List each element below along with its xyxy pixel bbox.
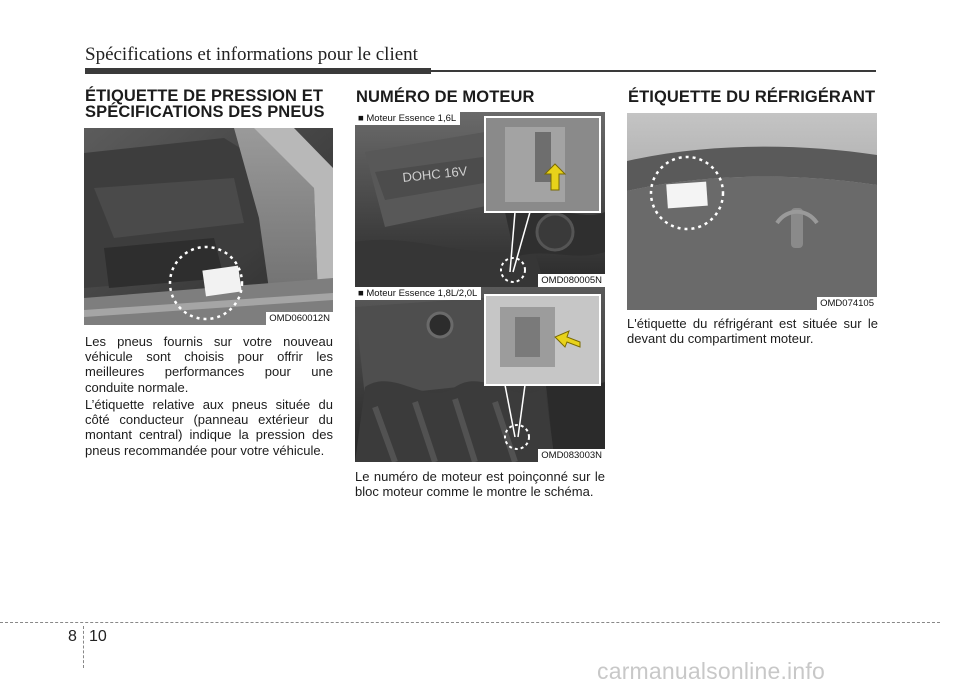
engine-1-6-tag: ■ Moteur Essence 1,6L [355,112,461,125]
header-rule-thin [431,70,876,72]
engine-1-6-photo: DOHC 16V ■ Moteur Essence 1,6L OMD080005… [355,112,605,287]
svg-text:DOHC 16V: DOHC 16V [402,163,469,185]
section-title-engine-number: NUMÉRO DE MOTEUR [356,88,535,106]
header-rule-thick [85,68,431,74]
footer-dashed-divider [83,626,84,668]
image-code-engine-1-8-2-0: OMD083003N [538,449,605,462]
refrigerant-paragraph: L'étiquette du réfrigérant est située su… [627,316,878,347]
image-code-engine-1-6: OMD080005N [538,274,605,287]
watermark: carmanualsonline.info [597,658,825,684]
section-title-refrigerant: ÉTIQUETTE DU RÉFRIGÉRANT [628,88,876,106]
image-code-refrigerant: OMD074105 [817,297,877,310]
image-code-tire: OMD060012N [266,312,333,325]
footer-dashed-rule [0,622,940,623]
tire-label-photo: OMD060012N [84,128,333,325]
page-header-title: Spécifications et informations pour le c… [85,44,418,65]
engine-1-8-2-0-tag: ■ Moteur Essence 1,8L/2,0L [355,287,482,300]
refrigerant-label-photo: OMD074105 [627,113,877,310]
page-number: 10 [89,628,107,645]
engine-1-8-2-0-photo: ■ Moteur Essence 1,8L/2,0L OMD083003N [355,287,605,462]
section-title-tire-pressure: ÉTIQUETTE DE PRESSION ET SPÉCIFICATIONS … [85,87,325,121]
tire-paragraph-2: L’étiquette relative aux pneus située du… [85,397,333,458]
tire-paragraph-1: Les pneus fournis sur votre nouveau véhi… [85,334,333,395]
chapter-number: 8 [68,628,77,645]
engine-paragraph: Le numéro de moteur est poinçonné sur le… [355,469,605,500]
